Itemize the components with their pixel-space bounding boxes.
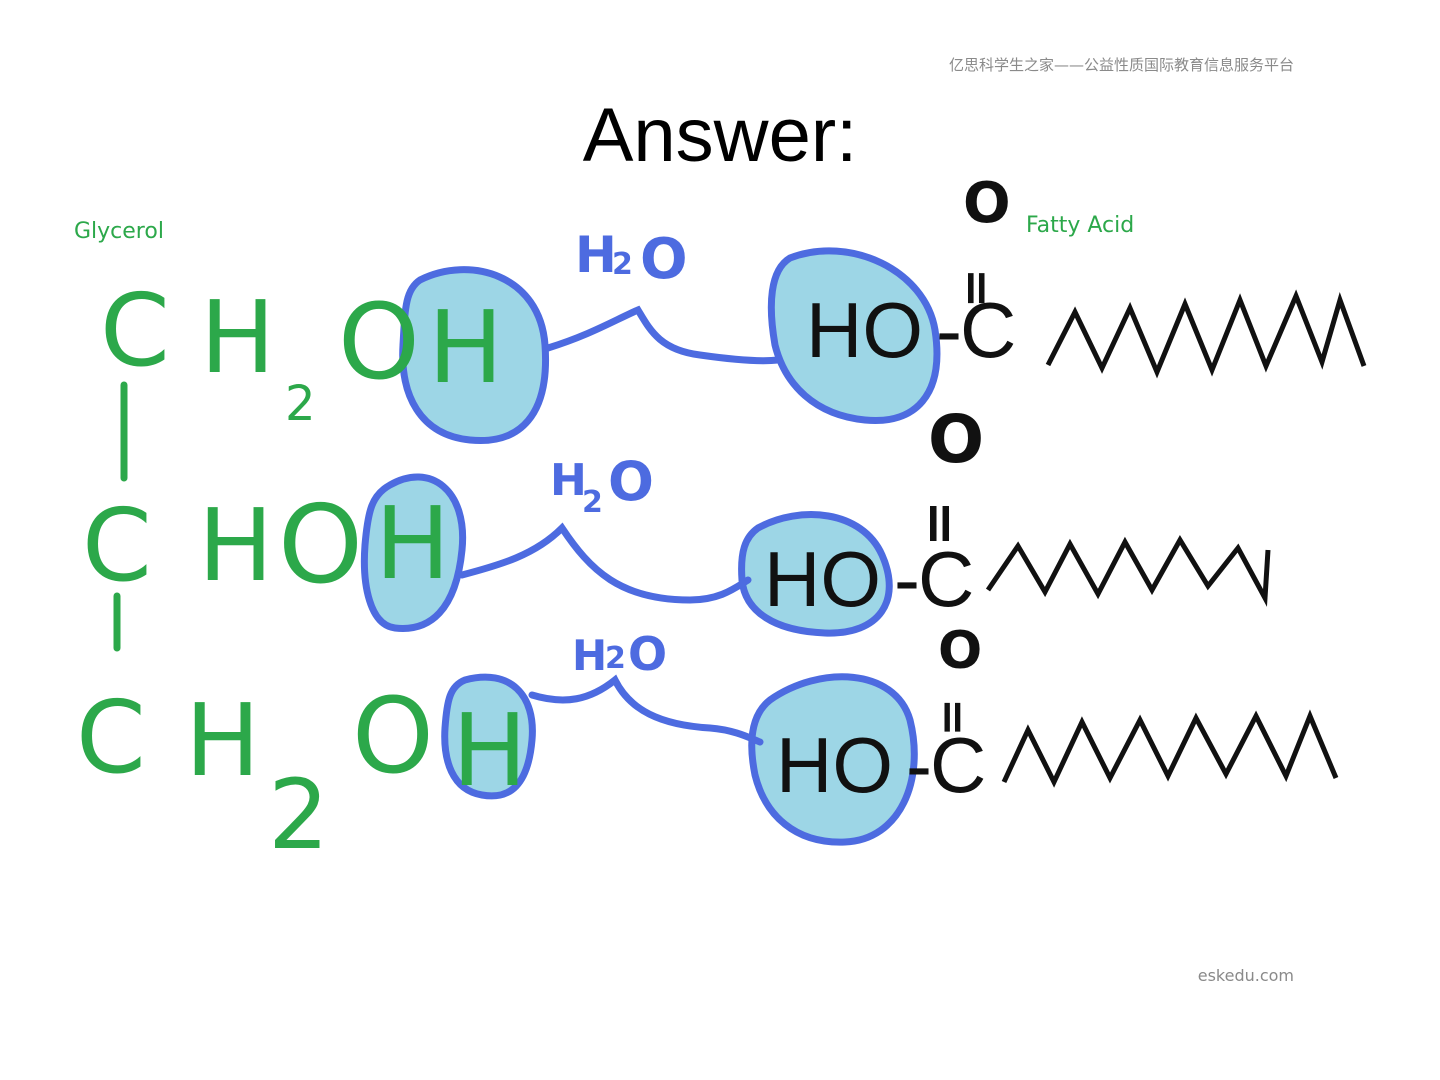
- glycerol-row-1: C H 2 O H: [100, 272, 503, 432]
- fatty-acid-chain-1: [1045, 289, 1367, 379]
- acid-dash-3: -: [906, 721, 932, 809]
- fatty-acid-label: Fatty Acid: [1026, 213, 1134, 238]
- glycerol-carbon-3: C: [76, 679, 146, 796]
- glycerol-h-3: H: [185, 682, 260, 799]
- water-o-2: O: [608, 450, 654, 513]
- water-label-2: H 2 O: [550, 450, 654, 520]
- water-label-3: H 2 O: [572, 627, 667, 681]
- water-link-2: [458, 522, 752, 604]
- water-link-3: [528, 674, 764, 746]
- glycerol-label: Glycerol: [74, 219, 164, 244]
- water-label-1: H 2 O: [575, 226, 688, 292]
- acid-carbon-2: C: [918, 535, 974, 623]
- glycerol-h-highlight-2: [360, 473, 467, 632]
- glycerol-row-3: C H 2 O H: [76, 675, 527, 871]
- acid-row-3: O = HO - C: [776, 621, 986, 809]
- water-o-1: O: [640, 227, 688, 292]
- water-subscript-2: 2: [582, 485, 603, 520]
- water-link-1: [544, 305, 782, 365]
- acid-double-bond-2: =: [908, 500, 973, 547]
- footer-site: eskedu.com: [1197, 966, 1294, 985]
- glycerol-oxygen-3: O: [352, 675, 434, 797]
- glycerol-end-h-2: H: [375, 485, 450, 602]
- glycerol-oxygen-1: O: [338, 281, 420, 403]
- acid-row-2: O = HO - C: [764, 401, 984, 623]
- glycerol-h-highlight-1: [399, 266, 550, 445]
- acid-ho-2: HO: [764, 535, 881, 623]
- acid-carbonyl-o-2: O: [928, 401, 984, 478]
- glycerol-h-1: H: [200, 279, 275, 396]
- glycerol-row-2: C H O H: [82, 483, 450, 608]
- water-subscript-1: 2: [612, 247, 633, 282]
- acid-dash-2: -: [894, 535, 920, 623]
- fatty-acid-chain-3: [1001, 709, 1339, 788]
- glycerol-end-h-1: H: [428, 289, 503, 406]
- glycerol-h-highlight-3: [441, 673, 536, 800]
- acid-carbon-1: C: [960, 286, 1016, 374]
- acid-ho-3: HO: [776, 721, 893, 809]
- fatty-acid-chain-2: [985, 535, 1271, 607]
- water-h-1: H: [575, 226, 617, 284]
- glycerol-h-2: H: [198, 487, 273, 604]
- slide-title: Answer:: [582, 93, 858, 178]
- acid-carbon-3: C: [930, 721, 986, 809]
- glycerol-carbon-1: C: [100, 272, 170, 389]
- water-h-3: H: [572, 631, 607, 680]
- acid-row-1: O = HO - C: [806, 171, 1016, 374]
- acid-ho-highlight-1: [767, 247, 941, 425]
- header-note: 亿思科学生之家——公益性质国际教育信息服务平台: [948, 56, 1294, 74]
- glycerol-subscript-3: 2: [268, 759, 329, 871]
- water-h-2: H: [550, 455, 587, 506]
- glycerol-carbon-2: C: [82, 487, 152, 604]
- acid-double-bond-1: =: [949, 268, 1005, 308]
- acid-carbonyl-o-1: O: [963, 171, 1011, 236]
- acid-ho-1: HO: [806, 286, 923, 374]
- acid-double-bond-3: =: [927, 698, 981, 737]
- glycerol-oxygen-2: O: [278, 483, 363, 608]
- glycerol-end-h-3: H: [452, 692, 527, 809]
- acid-ho-highlight-3: [748, 673, 918, 846]
- acid-ho-highlight-2: [738, 511, 893, 637]
- water-subscript-3: 2: [605, 641, 626, 676]
- acid-dash-1: -: [936, 286, 962, 374]
- acid-carbonyl-o-3: O: [938, 621, 982, 681]
- glycerol-subscript-1: 2: [285, 376, 316, 432]
- water-o-3: O: [628, 627, 667, 681]
